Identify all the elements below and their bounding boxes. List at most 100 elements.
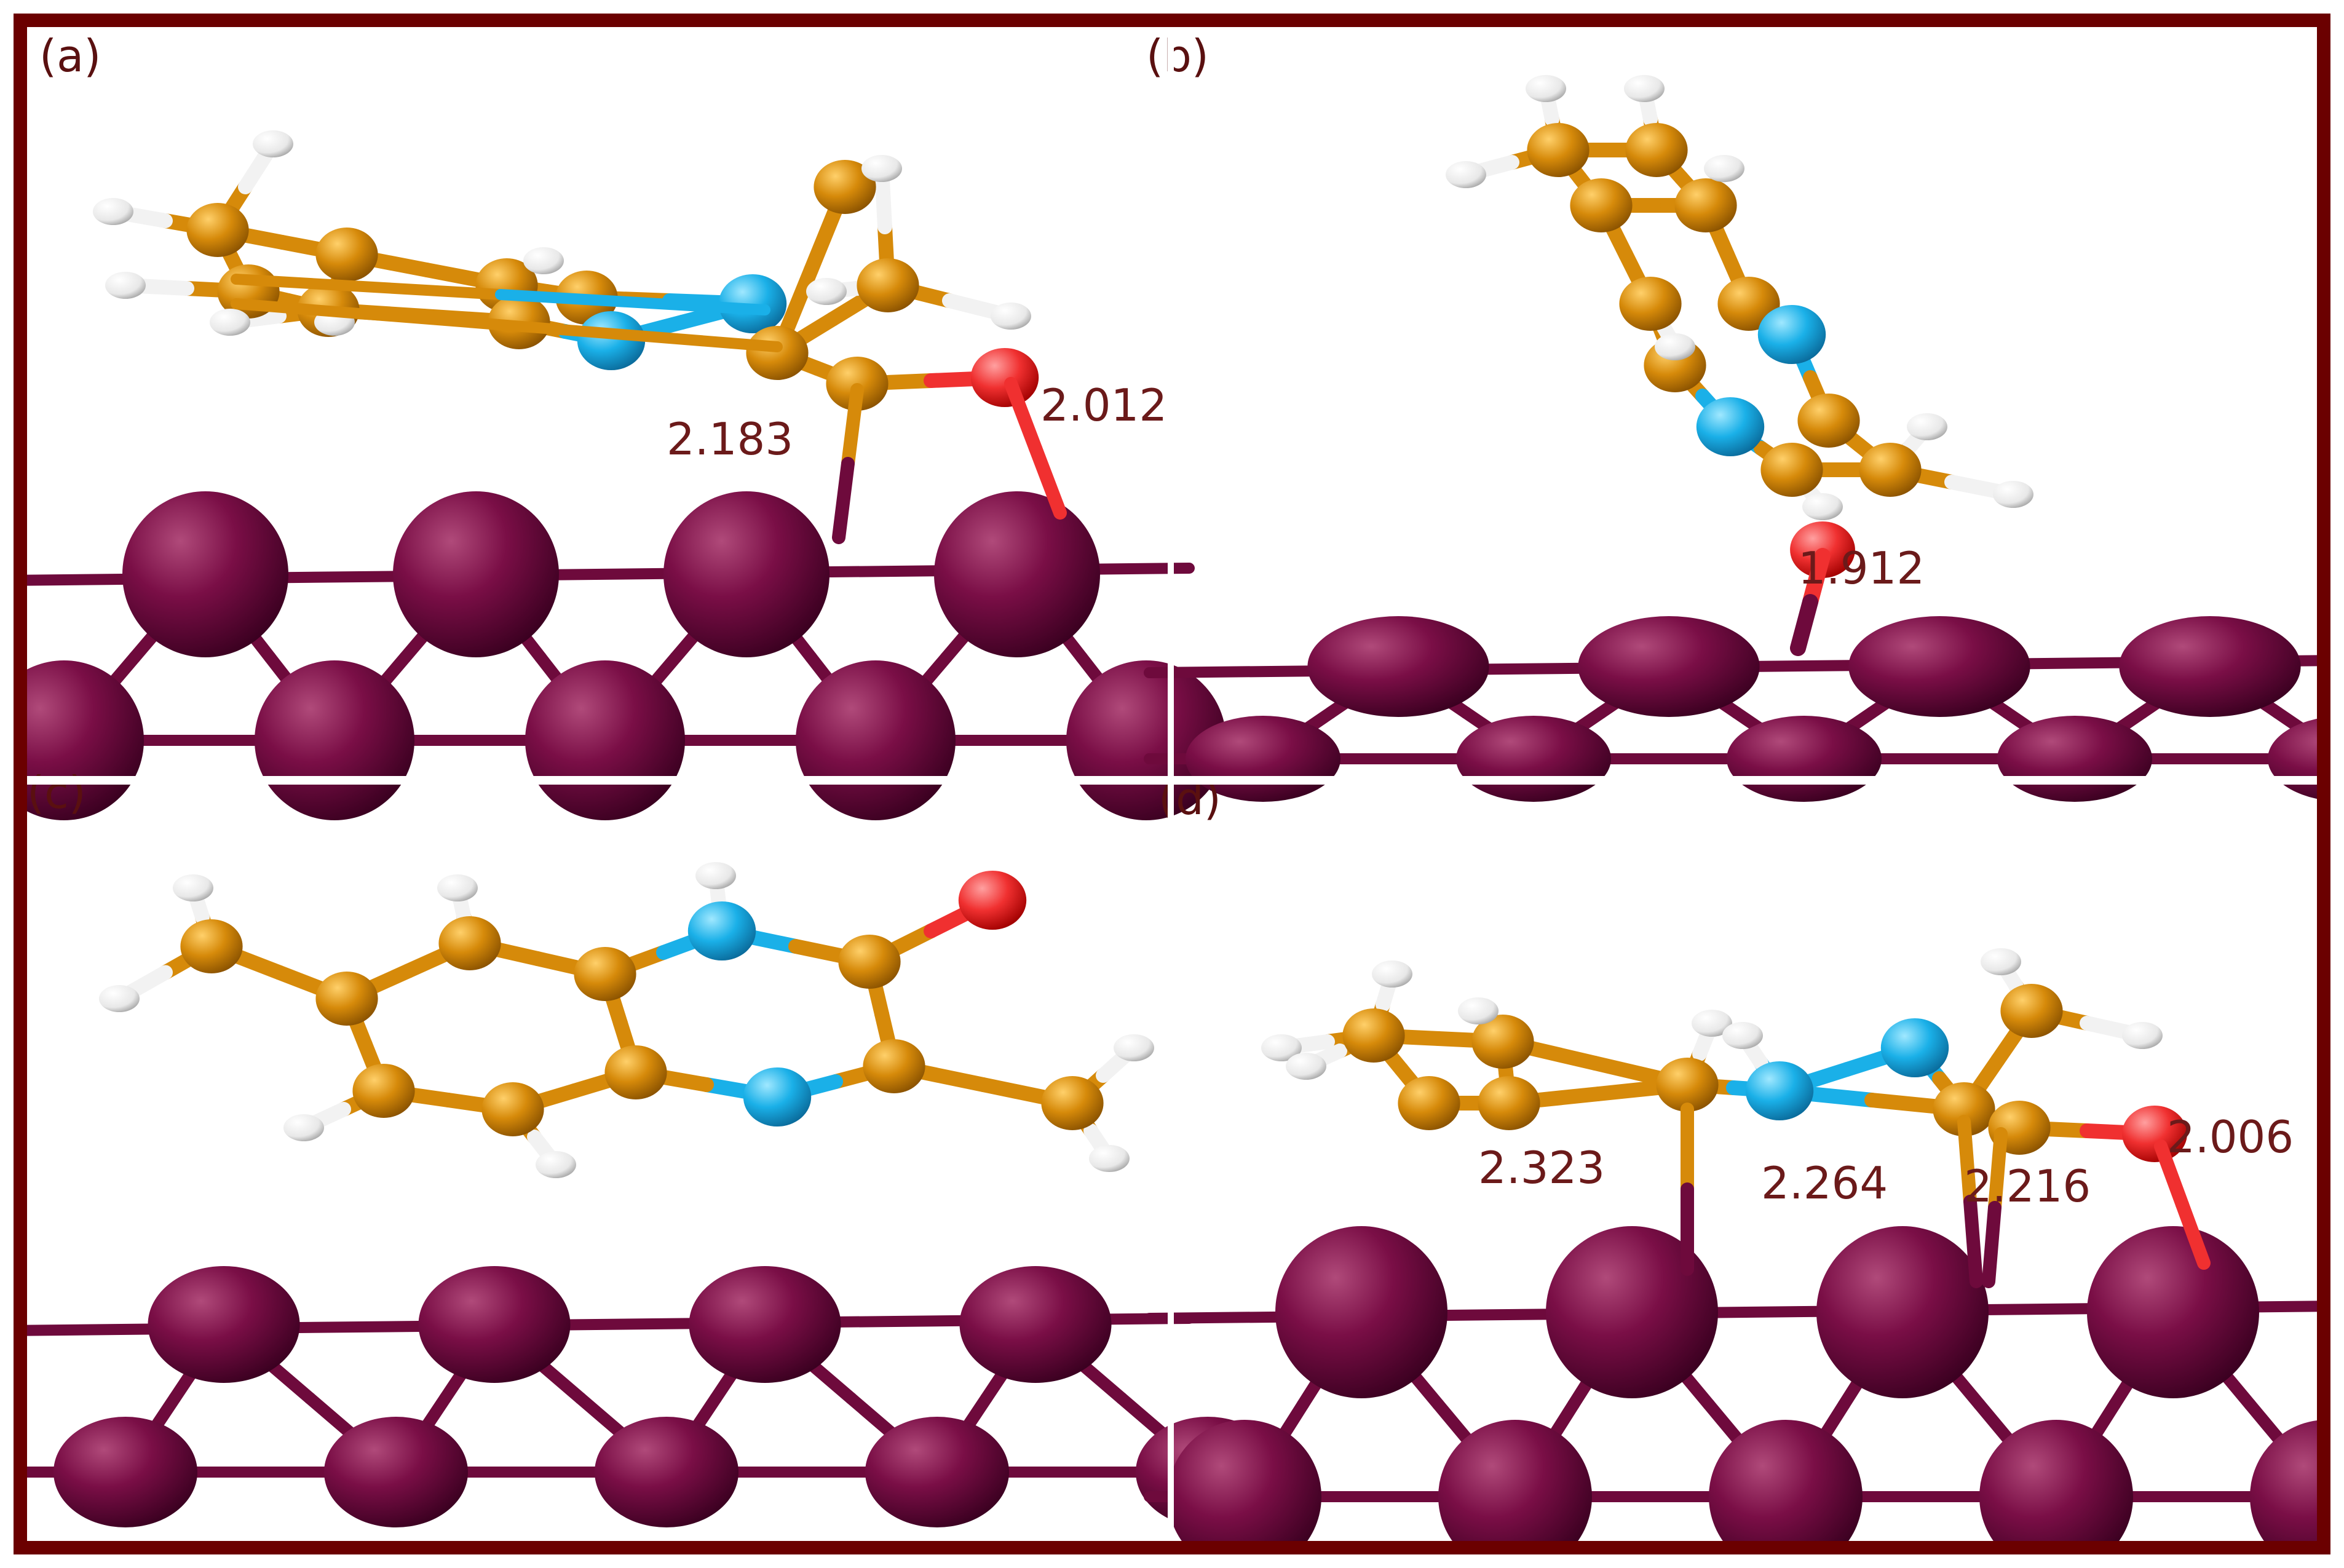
panel-d: (d) 2.323 2.264 2.216 2.006 (1144, 773, 2317, 1541)
carbon-atom (1041, 1076, 1104, 1130)
metal-atom (148, 1266, 300, 1383)
metal-surface-d (1144, 1226, 2317, 1541)
hydrogen-atom (1993, 481, 2033, 508)
hydrogen-atom (1261, 1034, 1302, 1061)
metal-atom (1578, 616, 1760, 717)
hydrogen-atom (1981, 948, 2021, 975)
molecular-bond (231, 274, 506, 300)
molecule-c (99, 862, 1154, 1178)
carbon-atom (838, 935, 901, 989)
carbon-atom (352, 1064, 415, 1118)
metal-atom (1456, 716, 1611, 802)
carbon-atom (857, 258, 919, 312)
carbon-atom (315, 972, 378, 1026)
surface-bond (832, 457, 855, 544)
hydrogen-atom (1722, 1022, 1763, 1049)
metal-surface-c (27, 1266, 1280, 1527)
metal-surface-b (1144, 616, 2317, 802)
nitrogen-atom (577, 311, 646, 370)
separator-vertical-top (1168, 27, 1174, 776)
distance-label-d-4: 2.006 (2167, 1111, 2294, 1163)
metal-atom (2087, 1226, 2259, 1398)
carbon-atom (1760, 443, 1823, 497)
metal-atom (865, 1417, 1009, 1527)
hydrogen-atom (1458, 997, 1499, 1024)
metal-atom (525, 660, 685, 820)
metal-atom (2250, 1420, 2317, 1541)
metal-atom (1727, 716, 1882, 802)
metal-atom (663, 491, 830, 657)
carbon-atom (315, 228, 378, 282)
figure-canvas: (a) 2.183 2.012 (b) 1.912 (c) (d) 2.323 … (27, 27, 2317, 1541)
hydrogen-atom (1624, 75, 1665, 102)
metal-surface-a (27, 491, 1226, 820)
distance-label-d-2: 2.264 (1761, 1157, 1888, 1209)
panel-label-b: (b) (1146, 30, 1209, 82)
metal-atom (1307, 616, 1489, 717)
metal-atom (595, 1417, 738, 1527)
metal-atom (796, 660, 956, 820)
hydrogen-atom (93, 198, 133, 225)
hydrogen-atom (1286, 1053, 1326, 1080)
metal-atom (122, 491, 288, 657)
carbon-atom (1398, 1076, 1460, 1130)
metal-atom (934, 491, 1100, 657)
metal-atom (1848, 616, 2030, 717)
metal-atom (1438, 1420, 1592, 1541)
hydrogen-atom (437, 874, 478, 901)
carbon-atom (1619, 277, 1682, 331)
metal-atom (418, 1266, 571, 1383)
nitrogen-atom (1880, 1018, 1949, 1077)
hydrogen-atom (1704, 155, 1744, 182)
metal-atom (959, 1266, 1112, 1383)
surface-bond (1982, 1201, 2002, 1288)
hydrogen-atom (210, 309, 250, 336)
metal-atom (324, 1417, 468, 1527)
oxygen-atom (958, 871, 1027, 930)
carbon-atom (574, 947, 636, 1001)
carbon-atom (186, 203, 249, 257)
metal-atom (393, 491, 559, 657)
molecule-a (93, 130, 1067, 544)
hydrogen-atom (283, 1114, 324, 1141)
hydrogen-atom (536, 1151, 576, 1178)
molecular-bond (495, 289, 770, 315)
carbon-atom (1570, 178, 1633, 232)
surface-bond (841, 383, 864, 470)
metal-atom (1275, 1226, 1447, 1398)
carbon-atom (180, 919, 243, 973)
hydrogen-atom (806, 278, 847, 305)
metal-atom (1709, 1420, 1863, 1541)
carbon-atom (746, 326, 809, 380)
molecular-bond (231, 298, 512, 331)
nitrogen-atom (1757, 305, 1826, 364)
carbon-atom (1478, 1076, 1540, 1130)
carbon-atom (1859, 443, 1922, 497)
surface-bond (2176, 1198, 2211, 1270)
separator-horizontal (27, 776, 2317, 785)
distance-label-d-1: 2.323 (1478, 1142, 1605, 1194)
oxygen-atom (970, 348, 1039, 407)
metal-atom (1168, 1420, 1321, 1541)
surface-bond (1957, 1115, 1977, 1208)
panel-label-a: (a) (39, 30, 101, 82)
metal-atom (1816, 1226, 1989, 1398)
hydrogen-atom (173, 874, 213, 901)
surface-bond (1963, 1195, 1983, 1288)
panel-a: (a) 2.183 2.012 (27, 30, 1226, 820)
hydrogen-atom (1655, 333, 1695, 360)
surface-bond (2154, 1139, 2189, 1211)
metal-atom (1997, 716, 2152, 802)
oxygen-atom (2122, 1106, 2187, 1162)
carbon-atom (1527, 123, 1590, 177)
carbon-atom (1471, 1015, 1534, 1069)
hydrogen-atom (523, 247, 564, 274)
hydrogen-atom (991, 303, 1031, 330)
surface-bond (1004, 377, 1042, 455)
nitrogen-atom (743, 1067, 812, 1127)
carbon-atom (814, 160, 876, 214)
carbon-atom (1656, 1058, 1719, 1112)
panel-b: (b) 1.912 (1144, 30, 2317, 802)
carbon-atom (863, 1039, 925, 1093)
surface-bond (1988, 1127, 2008, 1214)
